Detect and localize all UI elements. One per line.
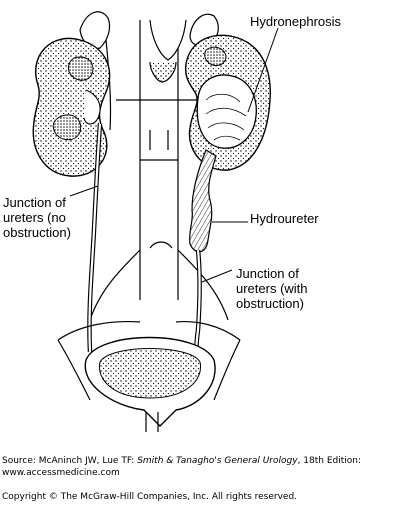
source-title: Smith & Tanagho's General Urology (137, 456, 298, 466)
label-junction-no-obstruction: Junction of ureters (no obstruction) (3, 195, 71, 240)
leader-junction-with-obstruction (201, 269, 233, 283)
source-url: www.accessmedicine.com (2, 468, 120, 478)
label-junction-with-obstruction: Junction of ureters (with obstruction) (236, 266, 308, 311)
left-kidney (32, 37, 111, 177)
source-citation: Source: McAninch JW, Lue TF: Smith & Tan… (2, 456, 361, 467)
label-hydroureter: Hydroureter (250, 211, 319, 226)
copyright-notice: Copyright © The McGraw-Hill Companies, I… (2, 492, 298, 502)
label-hydronephrosis: Hydronephrosis (250, 14, 342, 29)
right-kidney-hydronephrotic (184, 34, 271, 171)
urinary-bladder (84, 336, 216, 432)
source-suffix: , 18th Edition: (297, 456, 362, 466)
urinary-tract-illustration (32, 11, 279, 432)
leader-hydronephrosis (247, 27, 279, 113)
pelvic-outline (57, 320, 241, 401)
source-prefix: Source: McAninch JW, Lue TF: (2, 456, 138, 466)
great-vessels (89, 19, 229, 321)
leader-lines (69, 27, 279, 283)
right-hydroureter (188, 149, 217, 359)
leader-junction-no-obstruction (69, 185, 99, 197)
